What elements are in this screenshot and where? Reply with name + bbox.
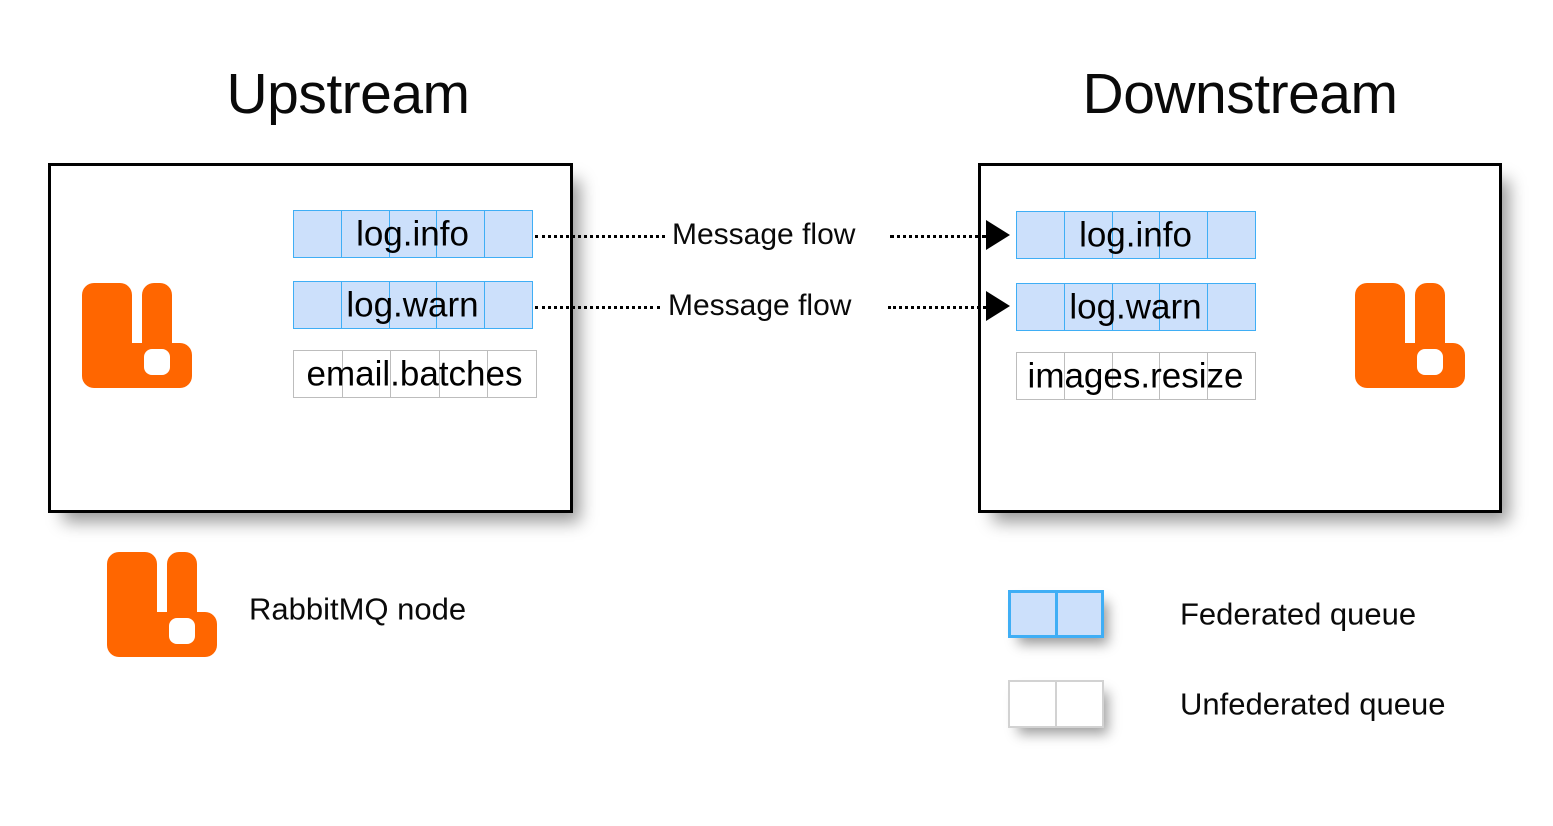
swatch-cell: [1008, 680, 1057, 728]
flow-label: Message flow: [672, 218, 856, 251]
queue-cell: [1111, 352, 1161, 400]
queue-cell: [1063, 283, 1114, 331]
queue-log-info-downstream[interactable]: log.info: [1016, 211, 1257, 259]
rabbitmq-logo-icon: [82, 283, 192, 388]
queue-cell: [1207, 211, 1257, 259]
legend-rabbitmq-logo-icon: [107, 552, 217, 657]
queue-cell: [1016, 352, 1066, 400]
queue-cell: [1159, 211, 1209, 259]
queue-cell: [436, 281, 486, 329]
queue-log-warn-downstream[interactable]: log.warn: [1016, 283, 1257, 331]
queue-cell: [1159, 352, 1209, 400]
queue-cell: [1016, 211, 1066, 259]
arrow-right-icon: [986, 220, 1010, 250]
flow-line-left: [535, 235, 665, 238]
queue-cell: [484, 281, 534, 329]
legend-label-federated-queue: Federated queue: [1180, 596, 1417, 632]
queue-cell: [1016, 283, 1066, 331]
queue-cell: [293, 281, 343, 329]
queue-cell: [388, 281, 438, 329]
rabbitmq-logo-icon: [1355, 283, 1465, 388]
queue-cell: [341, 350, 392, 398]
queue-cell: [340, 210, 391, 258]
downstream-title: Downstream: [1082, 62, 1398, 126]
flow-line-right: [888, 306, 986, 309]
arrow-right-icon: [986, 291, 1010, 321]
flow-line-left: [535, 306, 660, 309]
queue-cell: [293, 210, 343, 258]
queue-cell: [487, 350, 538, 398]
queue-cell: [1159, 283, 1209, 331]
swatch-cell: [1008, 590, 1058, 638]
queue-cell: [1207, 283, 1257, 331]
queue-cell: [340, 281, 391, 329]
legend-label-unfederated-queue: Unfederated queue: [1180, 686, 1446, 722]
queue-cell: [293, 350, 344, 398]
queue-cell: [1063, 211, 1114, 259]
unfederated-queue-swatch: [1008, 680, 1104, 728]
swatch-cell: [1055, 680, 1104, 728]
queue-cell: [1111, 283, 1161, 331]
swatch-cell: [1054, 590, 1104, 638]
upstream-title: Upstream: [226, 62, 470, 126]
queue-log-info-upstream[interactable]: log.info: [293, 210, 534, 258]
queue-email-batches-upstream[interactable]: email.batches: [293, 350, 538, 398]
queue-cell: [1063, 352, 1114, 400]
queue-cell: [438, 350, 489, 398]
flow-line-right: [890, 235, 986, 238]
queue-images-resize-downstream[interactable]: images.resize: [1016, 352, 1257, 400]
queue-cell: [1207, 352, 1257, 400]
federated-queue-swatch: [1008, 590, 1104, 638]
queue-cell: [436, 210, 486, 258]
queue-cell: [388, 210, 438, 258]
queue-cell: [1111, 211, 1161, 259]
queue-cell: [484, 210, 534, 258]
queue-log-warn-upstream[interactable]: log.warn: [293, 281, 534, 329]
flow-label: Message flow: [668, 289, 852, 322]
legend-label-rabbitmq-node: RabbitMQ node: [249, 591, 467, 627]
queue-cell: [390, 350, 441, 398]
